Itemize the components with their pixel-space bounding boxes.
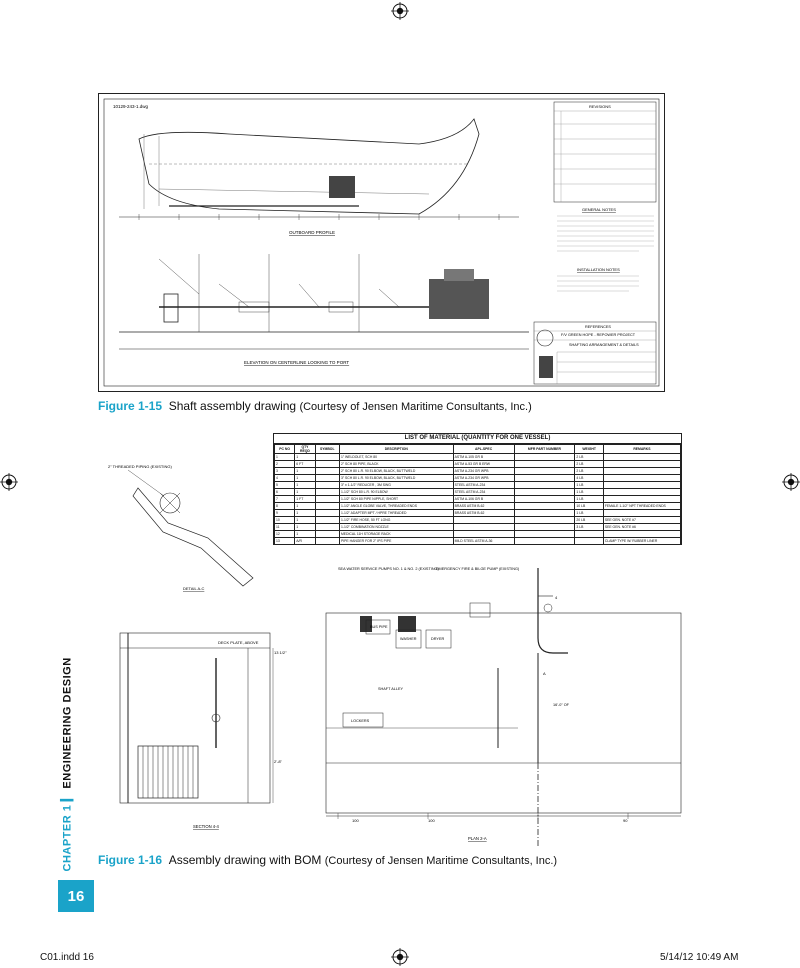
assembly-drawing-with-bom: LIST OF MATERIAL (QUANTITY FOR ONE VESSE…	[98, 428, 684, 848]
bom-cell: CLAMP TYPE W/ RUBBER LINER	[602, 537, 682, 545]
sea-pumps-label: SEA WATER SERVICE PUMPS NO. 1 & NO. 2 (E…	[338, 567, 440, 571]
installation-notes-title: INSTALLATION NOTES	[577, 267, 620, 272]
figure-16-credit: (Courtesy of Jensen Maritime Consultants…	[324, 855, 558, 867]
shaft-assembly-svg: 10129-243-1.dwg OUTBOARD PROFILE ELEVATI…	[103, 98, 660, 387]
section-title: SECTION 4-4	[193, 824, 219, 829]
bom-cell	[574, 537, 604, 545]
detail-title: DETAIL A-C	[183, 586, 204, 591]
chapter-label: CHAPTER 1	[61, 804, 74, 872]
figure-15-title: Shaft assembly drawing	[168, 399, 297, 413]
registration-mark-bottom-icon	[391, 948, 409, 966]
dim-2-8: 2'-8"	[274, 759, 283, 764]
emergency-pump-label: EMERGENCY FIRE & BILGE PUMP (EXISTING)	[436, 567, 520, 571]
chapter-side-text: CHAPTER 1 ▎ ENGINEERING DESIGN	[61, 657, 74, 872]
chapter-side-tab: CHAPTER 1 ▎ ENGINEERING DESIGN	[58, 657, 76, 878]
references-title: REFERENCES	[585, 325, 611, 329]
plan-title: PLAN 2-A	[468, 836, 487, 841]
figure-15-label: Figure 1-15	[98, 399, 163, 413]
deck-plate-label: DECK PLATE, ABOVE	[218, 640, 259, 645]
figure-16-label: Figure 1-16	[98, 853, 163, 867]
footer-file: C01.indd 16	[40, 952, 94, 963]
bom-table-container: LIST OF MATERIAL (QUANTITY FOR ONE VESSE…	[273, 433, 682, 545]
revisions-title: REVISIONS	[589, 104, 611, 109]
dim-13-half: 13 1/2"	[274, 650, 287, 655]
section-4-marker: 4	[555, 595, 558, 600]
elevation-label: ELEVATION ON CENTERLINE LOOKING TO PORT	[244, 360, 349, 365]
vessel-name: F/V GREEN HOPE - REPOWER PROJECT	[561, 333, 636, 337]
registration-mark-left-icon	[0, 473, 18, 491]
section-a-marker: A	[543, 671, 546, 676]
drawing-title: SHAFTING ARRANGEMENT & DETAILS	[569, 343, 639, 347]
registration-mark-right-icon	[782, 473, 800, 491]
lockers-label: LOCKERS	[351, 719, 370, 723]
registration-mark-top-icon	[391, 2, 409, 20]
outboard-profile-label: OUTBOARD PROFILE	[289, 230, 335, 235]
figure-16-caption: Figure 1-16 Assembly drawing with BOM (C…	[98, 853, 557, 867]
figure-15-caption: Figure 1-15 Shaft assembly drawing (Cour…	[98, 399, 532, 413]
general-notes-title: GENERAL NOTES	[582, 207, 616, 212]
chapter-title: ENGINEERING DESIGN	[61, 657, 74, 789]
assembly-drawing-svg: 2" THREADED PIPING (EXISTING) DETAIL A-C…	[108, 464, 682, 848]
dryer-label: DRYER	[431, 637, 444, 641]
washer-label: WASHER	[400, 637, 417, 641]
frame-100-a: 100	[352, 818, 359, 823]
page-number: 16	[58, 880, 94, 912]
shaft-alley-label: SHAFT ALLEY	[378, 687, 404, 691]
bus-pipe-label: BUS PIPE	[370, 625, 388, 629]
footer-timestamp: 5/14/12 10:49 AM	[660, 952, 739, 963]
bom-cell: MILD STEEL ASTM A-36	[452, 537, 515, 545]
shaft-assembly-drawing: 10129-243-1.dwg OUTBOARD PROFILE ELEVATI…	[98, 93, 665, 392]
frame-100-b: 100	[428, 818, 435, 823]
bom-title: LIST OF MATERIAL (QUANTITY FOR ONE VESSE…	[274, 434, 681, 444]
frame-90: 90	[623, 818, 628, 823]
threaded-piping-label: 2" THREADED PIPING (EXISTING)	[108, 464, 172, 469]
figure-16-title: Assembly drawing with BOM	[168, 853, 322, 867]
dim-16-0: 16'-0" OF	[553, 703, 570, 707]
drawing-number: 10129-243-1.dwg	[113, 104, 149, 109]
figure-15-credit: (Courtesy of Jensen Maritime Consultants…	[299, 401, 532, 413]
bom-cell	[314, 537, 340, 545]
